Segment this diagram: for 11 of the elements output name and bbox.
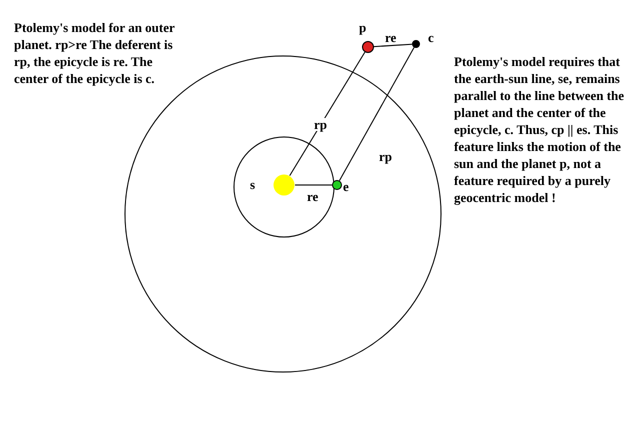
point-label: s: [250, 176, 256, 193]
note-text: Ptolemy's model requires that the earth-sun line, se, remains parallel to the line between the planet and the center of the epicycle, c. Thus, cp || es. This feature links the motion of the sun and the planet p, not a feature required by a purely geocentric model !: [454, 53, 626, 206]
connecting-line: [294, 184, 332, 186]
note-text: Ptolemy's model for an outer planet. rp>re The deferent is rp, the epicycle is re. The center of the epicycle is c.: [14, 19, 176, 87]
connecting-line: [338, 47, 415, 182]
point-label: e: [343, 178, 349, 195]
point-label: p: [359, 19, 366, 36]
point-label: c: [428, 29, 434, 46]
connecting-line: [289, 52, 366, 176]
connecting-line: [374, 44, 412, 48]
edge-label: rp: [313, 118, 328, 131]
